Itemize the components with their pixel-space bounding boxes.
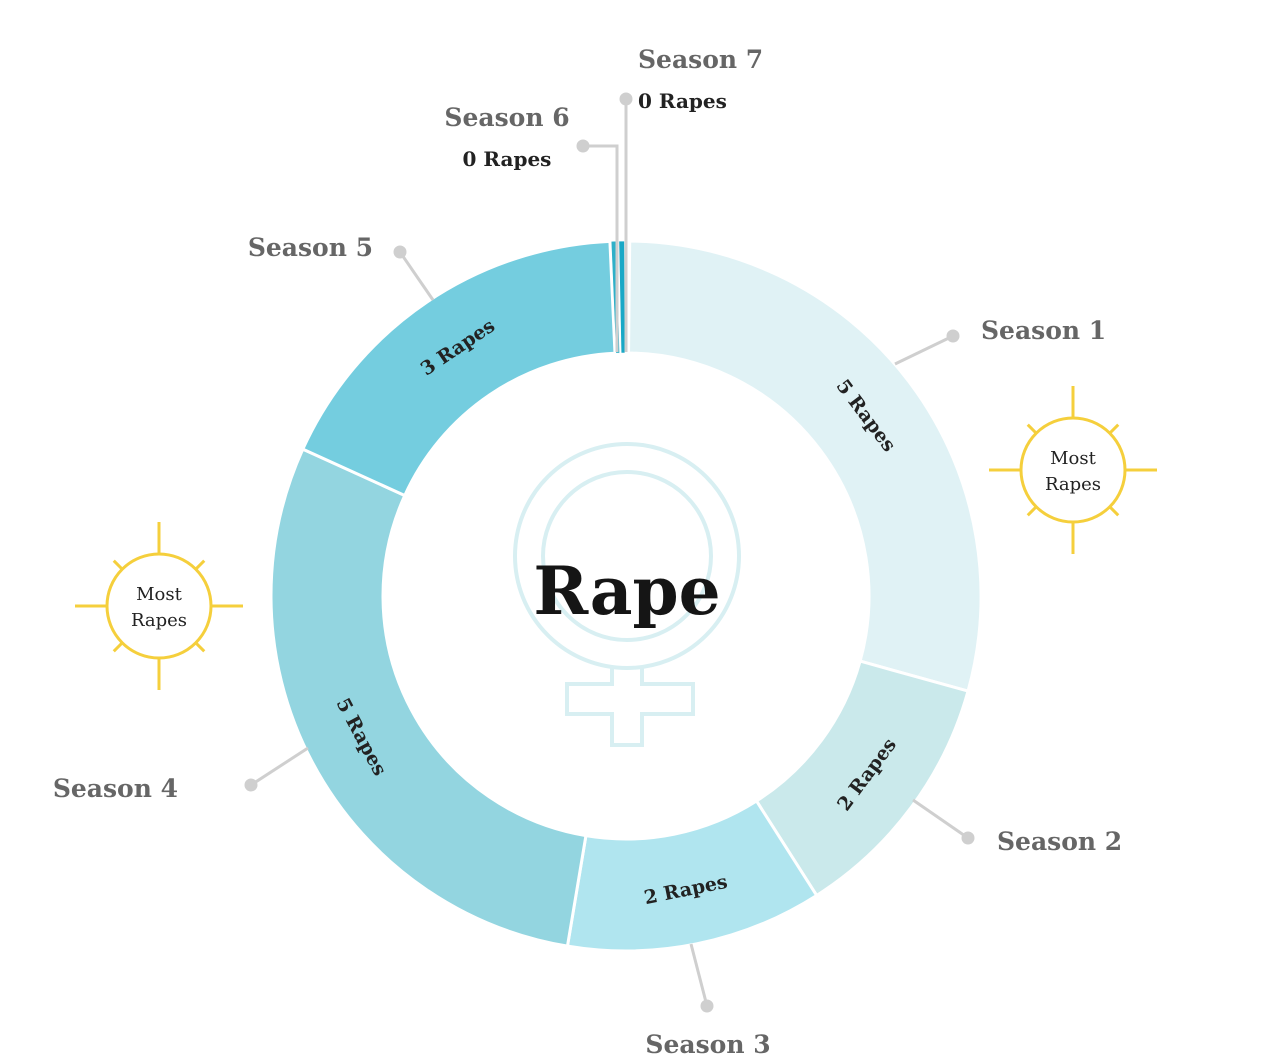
leader-line xyxy=(912,798,969,840)
leader-dot xyxy=(393,245,407,259)
sun-ray xyxy=(1108,423,1120,435)
sun-ray xyxy=(112,641,124,653)
badge-text: Most xyxy=(136,584,183,605)
leader-line xyxy=(398,251,435,301)
season-count-label: 0 Rapes xyxy=(638,89,727,113)
leader-line xyxy=(689,943,709,1007)
season-label: Season 6 xyxy=(444,103,569,132)
donut-segment-season-4[interactable] xyxy=(269,447,588,948)
badge-text: Rapes xyxy=(131,610,187,631)
sun-ray xyxy=(194,641,206,653)
leader-dot xyxy=(576,139,590,153)
donut-segment-season-5[interactable] xyxy=(300,239,617,498)
sun-ray xyxy=(112,559,124,571)
leader-line xyxy=(583,144,619,352)
leader-line xyxy=(894,334,954,366)
season-label: Season 1 xyxy=(981,316,1106,345)
season-label: Season 3 xyxy=(645,1030,770,1056)
donut-segment-season-7[interactable] xyxy=(618,240,626,354)
center-title: Rape xyxy=(533,552,720,630)
season-label: Season 4 xyxy=(53,774,178,803)
badge-text: Rapes xyxy=(1045,474,1101,495)
badge-text: Most xyxy=(1050,448,1097,469)
female-symbol-icon xyxy=(513,442,741,747)
leader-dot xyxy=(946,329,960,343)
leader-dot xyxy=(619,92,633,106)
season-count-label: 0 Rapes xyxy=(463,147,552,171)
leader-dot xyxy=(700,999,714,1013)
donut-segment-season-1[interactable] xyxy=(627,239,983,693)
sun-icon xyxy=(1019,416,1127,524)
season-label: Season 2 xyxy=(997,827,1122,856)
sun-ray xyxy=(1026,423,1038,435)
sun-ray xyxy=(194,559,206,571)
season-label: Season 5 xyxy=(248,233,373,262)
sun-icon xyxy=(105,552,213,660)
leader-line xyxy=(250,746,309,787)
sun-ray xyxy=(1108,505,1120,517)
leader-dot xyxy=(244,778,258,792)
sun-ray xyxy=(1026,505,1038,517)
season-label: Season 7 xyxy=(638,45,763,74)
leader-dot xyxy=(961,831,975,845)
